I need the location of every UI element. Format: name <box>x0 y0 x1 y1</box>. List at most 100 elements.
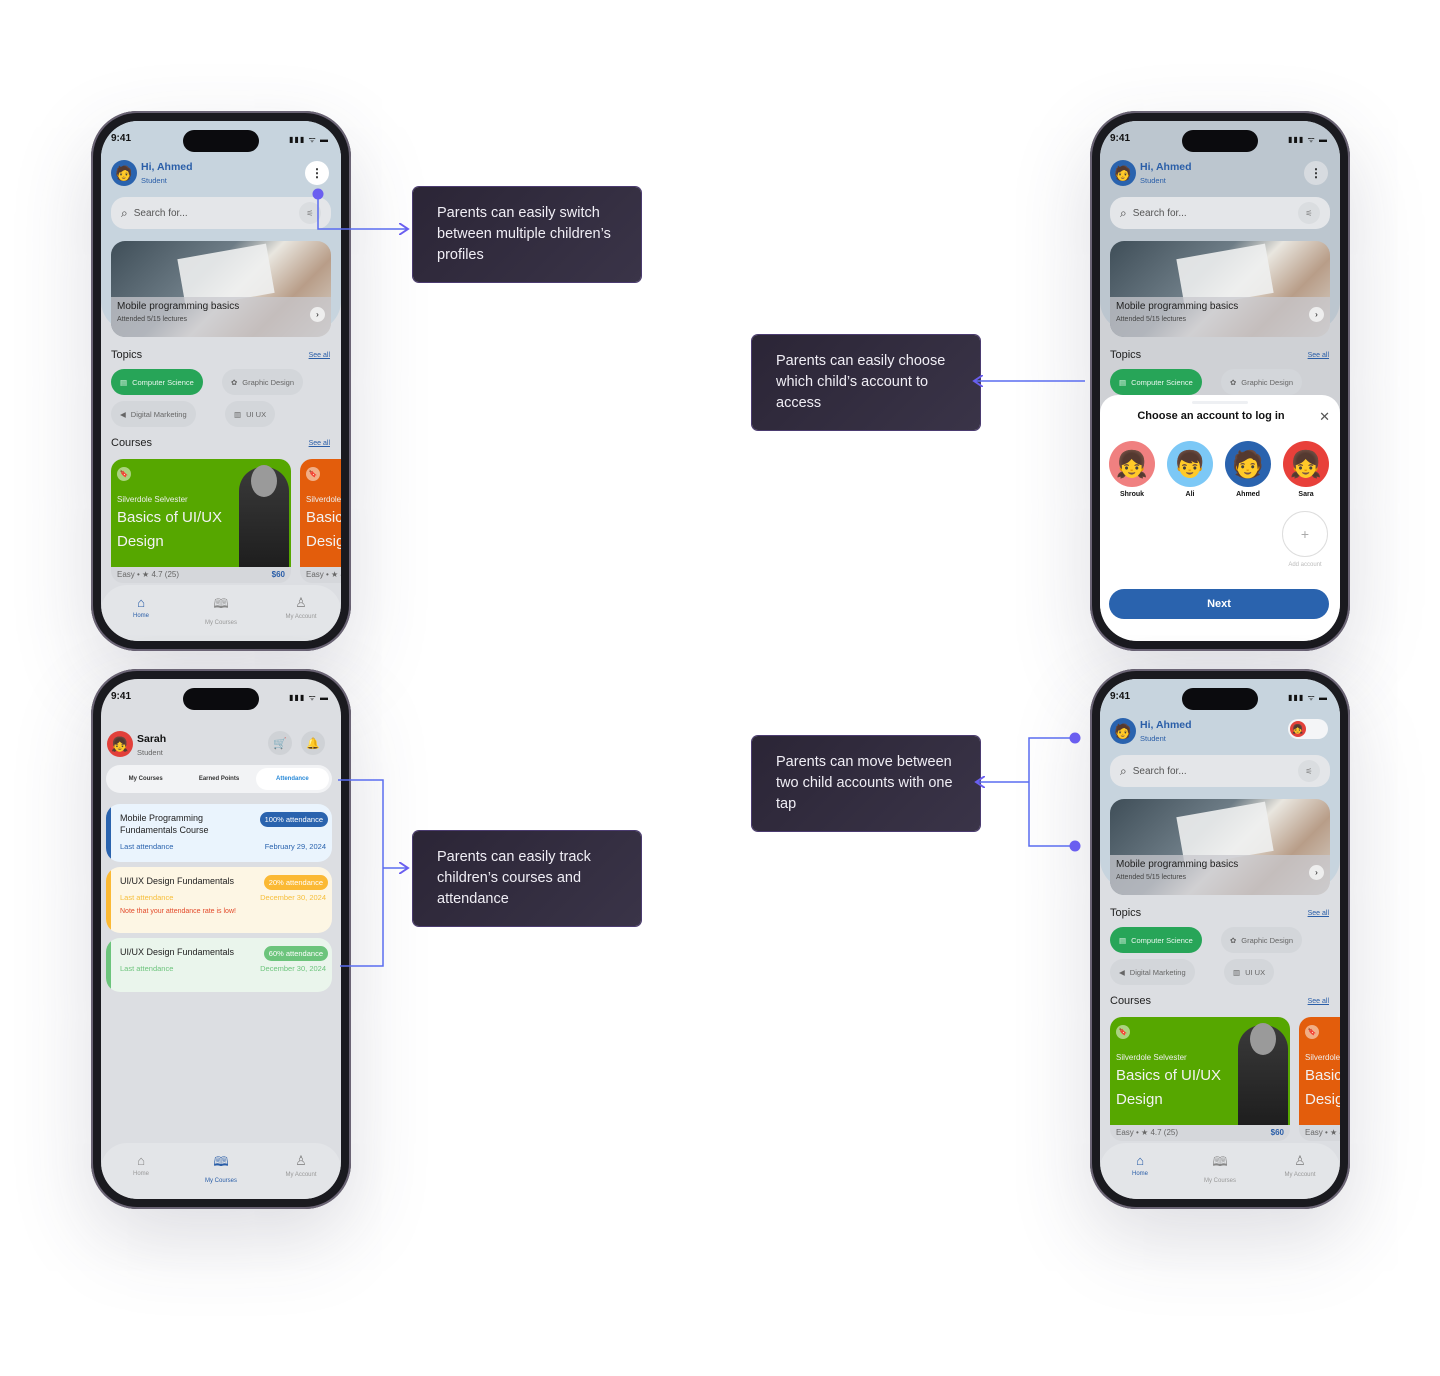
account-option[interactable]: 🧑 Ahmed <box>1224 441 1272 498</box>
topic-chip[interactable]: ▥UI UX <box>225 401 276 427</box>
tabs: My Courses Earned Points Attendance <box>106 765 332 793</box>
my-courses-icon: 🕮 <box>213 1154 229 1169</box>
topic-chip[interactable]: ◀Digital Marketing <box>111 401 196 427</box>
account-option[interactable]: 👧Shrouk <box>1108 441 1156 498</box>
course-level: Easy <box>117 570 135 579</box>
topics-see-all[interactable]: See all <box>1307 352 1329 359</box>
child-account-toggle[interactable]: 👧 <box>1288 719 1328 739</box>
bookmark-icon[interactable]: 🔖 <box>117 467 131 481</box>
nav-label: Home <box>132 613 149 619</box>
avatar[interactable]: 👧 <box>107 731 133 757</box>
sheet-title: Choose an account to log in <box>1137 410 1285 422</box>
filter-icon[interactable]: ⚟ <box>1298 760 1320 782</box>
search-input[interactable]: ⌕Search for...⚟ <box>1110 197 1330 229</box>
nav-my-courses[interactable]: 🕮My Courses <box>1185 1153 1255 1199</box>
search-input[interactable]: ⌕Search for...⚟ <box>111 197 331 229</box>
hero-title: Mobile programming basics <box>1116 859 1239 870</box>
bookmark-icon[interactable]: 🔖 <box>1305 1025 1319 1039</box>
nav-my-courses[interactable]: 🕮My Courses <box>186 595 256 641</box>
account-avatar: 🧑 <box>1225 441 1271 487</box>
courses-see-all[interactable]: See all <box>1307 998 1329 1005</box>
nav-my-account[interactable]: ♙My Account <box>266 1153 336 1199</box>
topic-chip[interactable]: ▤Computer Science <box>1110 369 1202 395</box>
more-menu-button[interactable]: ⋮ <box>305 161 329 185</box>
topic-chip[interactable]: ✿Graphic Design <box>1221 927 1302 953</box>
topic-icon: ▥ <box>234 409 242 419</box>
topics-see-all[interactable]: See all <box>1307 910 1329 917</box>
account-name: Ahmed <box>1236 491 1260 498</box>
topic-icon: ◀ <box>120 409 126 419</box>
nav-my-courses[interactable]: 🕮 My Courses <box>186 1153 256 1199</box>
hero-title: Mobile programming basics <box>1116 301 1239 312</box>
close-icon[interactable]: ✕ <box>1319 409 1330 424</box>
bottom-nav: ⌂Home🕮My Courses♙My Account <box>1100 1143 1340 1199</box>
last-attendance-date: December 30, 2024 <box>260 964 326 973</box>
next-button[interactable]: Next <box>1109 589 1329 619</box>
course-instructor: Silverdole Selvester <box>117 495 188 504</box>
chevron-right-icon[interactable]: › <box>1309 307 1324 322</box>
tab-earned-points[interactable]: Earned Points <box>198 776 240 782</box>
bookmark-icon[interactable]: 🔖 <box>306 467 320 481</box>
nav-label: My Courses <box>204 1178 237 1184</box>
avatar[interactable]: 🧑 <box>1110 718 1136 744</box>
bookmark-icon[interactable]: 🔖 <box>1116 1025 1130 1039</box>
topic-chip[interactable]: ▤Computer Science <box>1110 927 1202 953</box>
account-option[interactable]: 👧Sara <box>1282 441 1330 498</box>
tab-my-courses[interactable]: My Courses <box>128 776 163 782</box>
topic-chip[interactable]: ▥UI UX <box>1224 959 1275 985</box>
courses-see-all[interactable]: See all <box>308 440 330 447</box>
sheet-handle[interactable] <box>1192 401 1248 404</box>
topics-see-all[interactable]: See all <box>308 352 330 359</box>
topic-label: Graphic Design <box>242 377 294 387</box>
course-name: UI/UX Design Fundamentals <box>120 876 235 886</box>
filter-icon[interactable]: ⚟ <box>1298 202 1320 224</box>
nav-home[interactable]: ⌂Home <box>106 595 176 641</box>
connector-dot <box>1069 732 1081 744</box>
account-avatar: 👧 <box>1109 441 1155 487</box>
nav-home[interactable]: ⌂Home <box>106 1153 176 1199</box>
avatar[interactable]: 🧑 <box>111 160 137 186</box>
filter-icon[interactable]: ⚟ <box>299 202 321 224</box>
nav-home[interactable]: ⌂Home <box>1105 1153 1175 1199</box>
my-courses-icon: 🕮 <box>213 596 229 611</box>
course-rating: 4.7 (25) <box>151 570 180 579</box>
nav-my-account[interactable]: ♙My Account <box>266 595 336 641</box>
chevron-right-icon[interactable]: › <box>310 307 325 322</box>
more-menu-button[interactable]: ⋮ <box>1304 161 1328 185</box>
add-account-button[interactable]: +Add account <box>1282 511 1328 568</box>
hero-subtitle: Attended 5/15 lectures <box>1116 874 1187 881</box>
search-placeholder: Search for... <box>1132 765 1187 777</box>
tab-attendance[interactable]: Attendance <box>255 768 329 790</box>
course-level: Easy <box>306 570 324 579</box>
bottom-nav: ⌂Home 🕮 My Courses ♙My Account <box>101 1143 341 1199</box>
topic-chip[interactable]: ✿Graphic Design <box>1221 369 1302 395</box>
topic-chip[interactable]: ✿Graphic Design <box>222 369 303 395</box>
more-vertical-icon: ⋮ <box>1310 166 1322 180</box>
avatar[interactable]: 🧑 <box>1110 160 1136 186</box>
topic-chip[interactable]: ▤Computer Science <box>111 369 203 395</box>
topic-chip[interactable]: ◀Digital Marketing <box>1110 959 1195 985</box>
notification-bell-button[interactable]: 🔔 <box>301 731 325 755</box>
nav-my-account[interactable]: ♙My Account <box>1265 1153 1335 1199</box>
search-input[interactable]: ⌕Search for...⚟ <box>1110 755 1330 787</box>
account-option[interactable]: 👦Ali <box>1166 441 1214 498</box>
nav-label: My Account <box>285 1172 317 1178</box>
chevron-right-icon[interactable]: › <box>1309 865 1324 880</box>
cart-button[interactable]: 🛒 <box>268 731 292 755</box>
role-label: Student <box>137 748 163 757</box>
attendance-badge: 60% attendance <box>263 946 328 961</box>
last-attendance-label: Last attendance <box>120 893 174 902</box>
my-courses-icon: 🕮 <box>1212 1154 1228 1169</box>
